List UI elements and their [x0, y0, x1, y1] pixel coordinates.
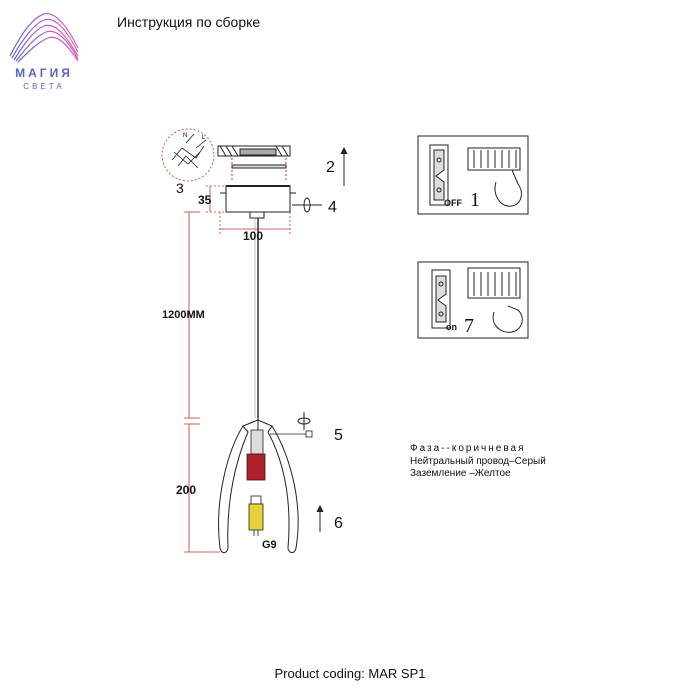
ceiling-plate: [217, 145, 291, 182]
socket: [246, 429, 266, 481]
wiring-neutral: Нейтральный провод–Серый: [410, 456, 546, 467]
step-6-label: 6: [334, 515, 343, 532]
arrow-up-icon-6: [316, 504, 324, 532]
bulb-g9-icon: [248, 495, 264, 536]
screw-icon: [270, 430, 313, 438]
dim-200-label: 200: [176, 483, 196, 497]
step-5-label: 5: [334, 427, 343, 444]
logo-name: МАГИЯ: [15, 66, 73, 80]
logo-wave-icon: [6, 6, 82, 64]
wiring-ground: Заземление –Желтое: [410, 468, 511, 479]
step-4-label: 4: [328, 199, 337, 216]
dim-200: [184, 423, 220, 553]
step-2-label: 2: [326, 159, 335, 176]
logo-subtitle: СВЕТА: [23, 82, 65, 91]
bulb-type-label: G9: [262, 539, 277, 551]
dim-35-label: 35: [198, 193, 212, 207]
mount-letter-l: L: [202, 135, 206, 141]
mount-detail-icon: [161, 128, 215, 182]
wiring-phase: Фаза--коричневая: [410, 443, 526, 454]
arrow-up-icon-2: [340, 146, 348, 186]
rotate-icon-5: [297, 412, 311, 430]
on-label: on: [446, 322, 457, 332]
page-title: Инструкция по сборке: [117, 14, 261, 30]
rotate-icon-4: [292, 197, 322, 213]
dim-1200: [184, 211, 200, 419]
dim-35: [206, 185, 226, 213]
step-3-label: 3: [176, 180, 184, 196]
panel-switch-on: [417, 261, 529, 339]
mount-letter-n: N: [183, 133, 187, 139]
panel-switch-off: [417, 135, 529, 215]
off-label: OFF: [444, 198, 462, 208]
canopy: [220, 185, 296, 219]
step-7-label: 7: [464, 315, 474, 337]
step-1-label: 1: [470, 189, 480, 211]
dim-1200-label: 1200MM: [162, 309, 205, 321]
dim-100-label: 100: [243, 229, 263, 243]
shade: [218, 418, 299, 554]
product-coding: Product coding: MAR SP1: [274, 666, 426, 681]
